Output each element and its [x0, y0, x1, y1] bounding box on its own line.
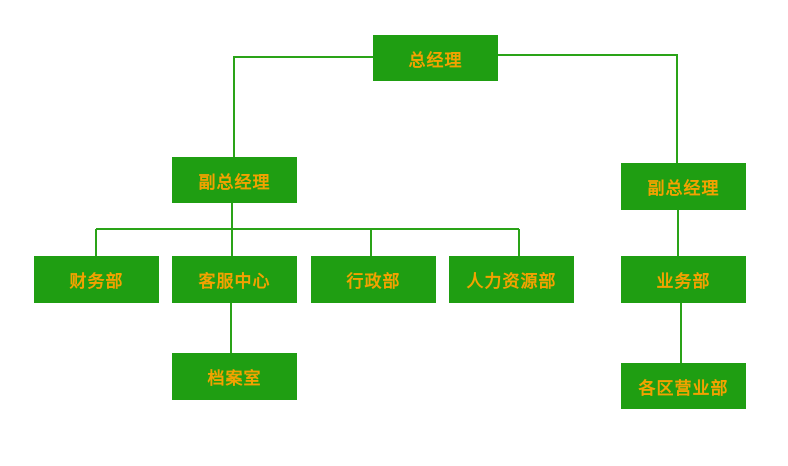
node-administration: 行政部: [311, 256, 436, 303]
node-vp-left: 副总经理: [172, 157, 297, 203]
connector-ceo-vp-left: [233, 56, 373, 157]
node-archives: 档案室: [172, 353, 297, 400]
node-vp-right: 副总经理: [621, 163, 746, 210]
node-finance: 财务部: [34, 256, 159, 303]
node-customer-service: 客服中心: [172, 256, 297, 303]
node-ceo: 总经理: [373, 35, 498, 81]
node-regional-sales: 各区营业部: [621, 363, 746, 409]
node-human-resources: 人力资源部: [449, 256, 574, 303]
node-business: 业务部: [621, 256, 746, 303]
connector-ceo-vp-right: [498, 54, 678, 163]
